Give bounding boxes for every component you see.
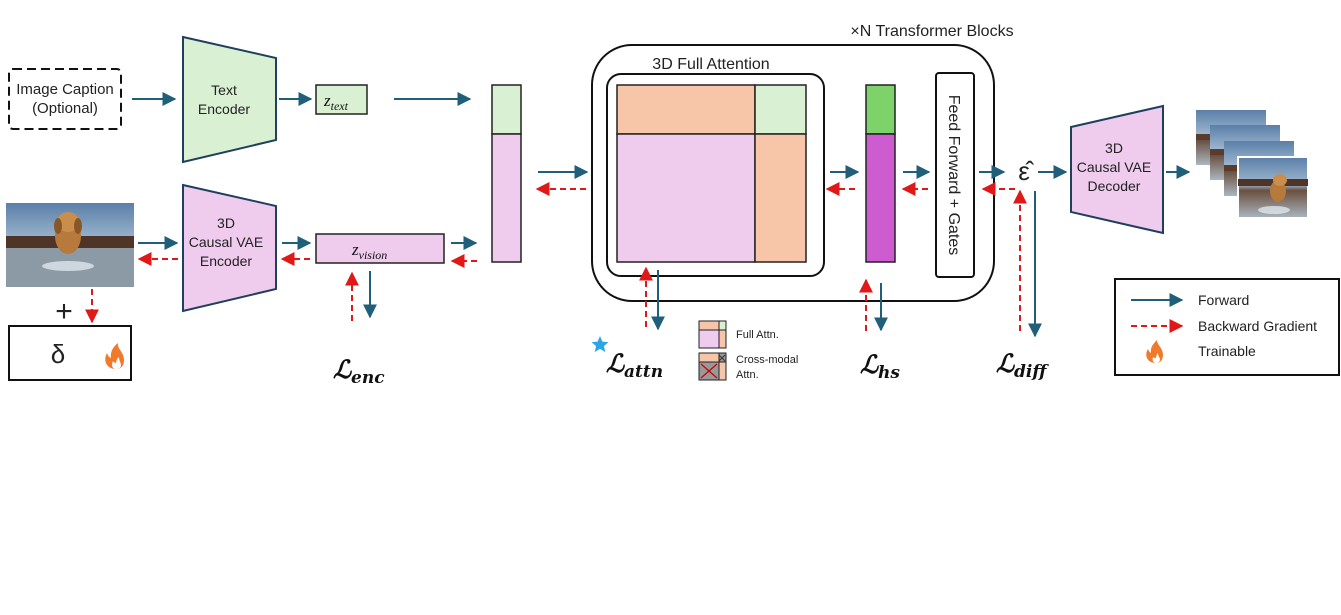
z-vision-box: zvision <box>315 233 445 264</box>
loss-diff: ℒdiff <box>996 349 1049 382</box>
vae-encoder-line2: Causal VAE <box>189 234 263 250</box>
text-encoder-line1: Text <box>211 82 237 98</box>
full-attn-swatch <box>698 320 727 349</box>
attention-title: 3D Full Attention <box>652 56 769 73</box>
cross-attn-label-2: Attn. <box>736 369 759 381</box>
vae-decoder: 3D Causal VAE Decoder <box>1070 104 1164 235</box>
vae-decoder-line2: Causal VAE <box>1077 159 1151 175</box>
vae-encoder: 3D Causal VAE Encoder <box>182 183 277 313</box>
star-icon <box>591 336 609 352</box>
text-encoder-line2: Encoder <box>198 101 250 117</box>
legend-trainable-label: Trainable <box>1198 343 1256 359</box>
attention-frame <box>606 73 825 277</box>
legend-forward-label: Forward <box>1198 292 1249 308</box>
delta-perturbation-box: δ <box>8 325 132 381</box>
vae-encoder-line1: 3D <box>217 215 235 231</box>
cross-attn-swatch <box>698 352 727 381</box>
dog-image <box>6 203 134 287</box>
delta-symbol: δ <box>51 339 65 369</box>
loss-hs: ℒhs <box>860 350 900 383</box>
legend-backward-label: Backward Gradient <box>1198 318 1317 334</box>
full-attn-label: Full Attn. <box>736 329 779 341</box>
caption-line1: Image Caption <box>16 81 114 98</box>
image-caption-box: Image Caption (Optional) <box>8 68 122 130</box>
cross-attn-label-1: Cross-modal <box>736 354 798 366</box>
vae-decoder-line1: 3D <box>1105 140 1123 156</box>
hidden-state-bar <box>865 84 896 263</box>
attn-legend: Full Attn. Cross-modal Attn. <box>698 320 798 381</box>
feed-forward-box: Feed Forward + Gates <box>935 72 975 278</box>
z-text-label: ztext <box>323 91 349 113</box>
vae-decoder-line3: Decoder <box>1088 178 1141 194</box>
legend-flame-icon <box>1146 340 1163 363</box>
z-text-box: ztext <box>315 84 368 115</box>
forward-arrows <box>132 92 1191 338</box>
text-encoder: Text Encoder <box>182 35 277 164</box>
backward-arrows <box>85 182 1027 331</box>
loss-attn: ℒattn <box>606 349 663 382</box>
attention-matrix <box>616 84 807 263</box>
flame-icon <box>105 343 124 369</box>
z-vision-label: zvision <box>351 240 387 262</box>
eps-hat-label: ε̂ <box>1018 156 1035 186</box>
output-video-frames <box>1196 110 1309 219</box>
loss-enc: ℒenc <box>333 355 385 388</box>
caption-line2: (Optional) <box>32 100 98 117</box>
token-concat-bar <box>491 84 522 263</box>
vae-encoder-line3: Encoder <box>200 253 252 269</box>
feed-forward-label: Feed Forward + Gates <box>945 95 962 256</box>
transformer-title: ×N Transformer Blocks <box>850 23 1013 40</box>
legend: Forward Backward Gradient Trainable <box>1114 278 1340 376</box>
plus-sign: + <box>55 295 73 328</box>
